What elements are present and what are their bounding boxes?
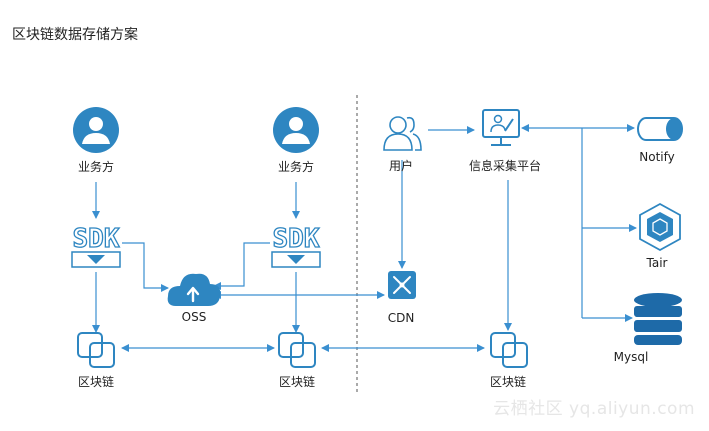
chain-right-label: 区块链 [489, 375, 527, 389]
mysql-database-icon [634, 293, 682, 345]
user-icon [383, 116, 422, 151]
sdk-left-icon: SDK [71, 223, 121, 268]
party-mid-label: 业务方 [277, 160, 315, 174]
monitor-icon [482, 109, 520, 146]
page-title: 区块链数据存储方案 [12, 27, 138, 43]
party-left-icon [73, 107, 119, 153]
sdk-left-text: SDK [73, 224, 120, 254]
mysql-label: Mysql [613, 350, 649, 364]
platform-label: 信息采集平台 [468, 159, 542, 173]
party-left-label: 业务方 [77, 160, 115, 174]
chain-left-label: 区块链 [77, 375, 115, 389]
connectors [92, 124, 637, 352]
notify-label: Notify [639, 150, 675, 164]
sdk-mid-icon: SDK [271, 223, 321, 268]
blockchain-right-icon [490, 332, 528, 368]
cdn-network-icon [388, 271, 416, 299]
user-label: 用户 [388, 159, 414, 173]
arrow-sdk-left-to-oss [122, 242, 169, 292]
blockchain-left-icon [77, 332, 115, 368]
notify-queue-icon [637, 117, 683, 141]
blockchain-mid-icon [278, 332, 316, 368]
chain-mid-label: 区块链 [278, 375, 316, 389]
cdn-label: CDN [387, 311, 415, 325]
oss-label: OSS [181, 310, 207, 324]
watermark: 云栖社区 yq.aliyun.com [493, 399, 695, 419]
cloud-upload-icon [167, 273, 221, 306]
tair-cache-icon [639, 202, 681, 252]
party-mid-icon [273, 107, 319, 153]
sdk-mid-text: SDK [273, 224, 320, 254]
arrow-sdk-mid-to-oss [213, 242, 270, 290]
tair-label: Tair [646, 256, 668, 270]
